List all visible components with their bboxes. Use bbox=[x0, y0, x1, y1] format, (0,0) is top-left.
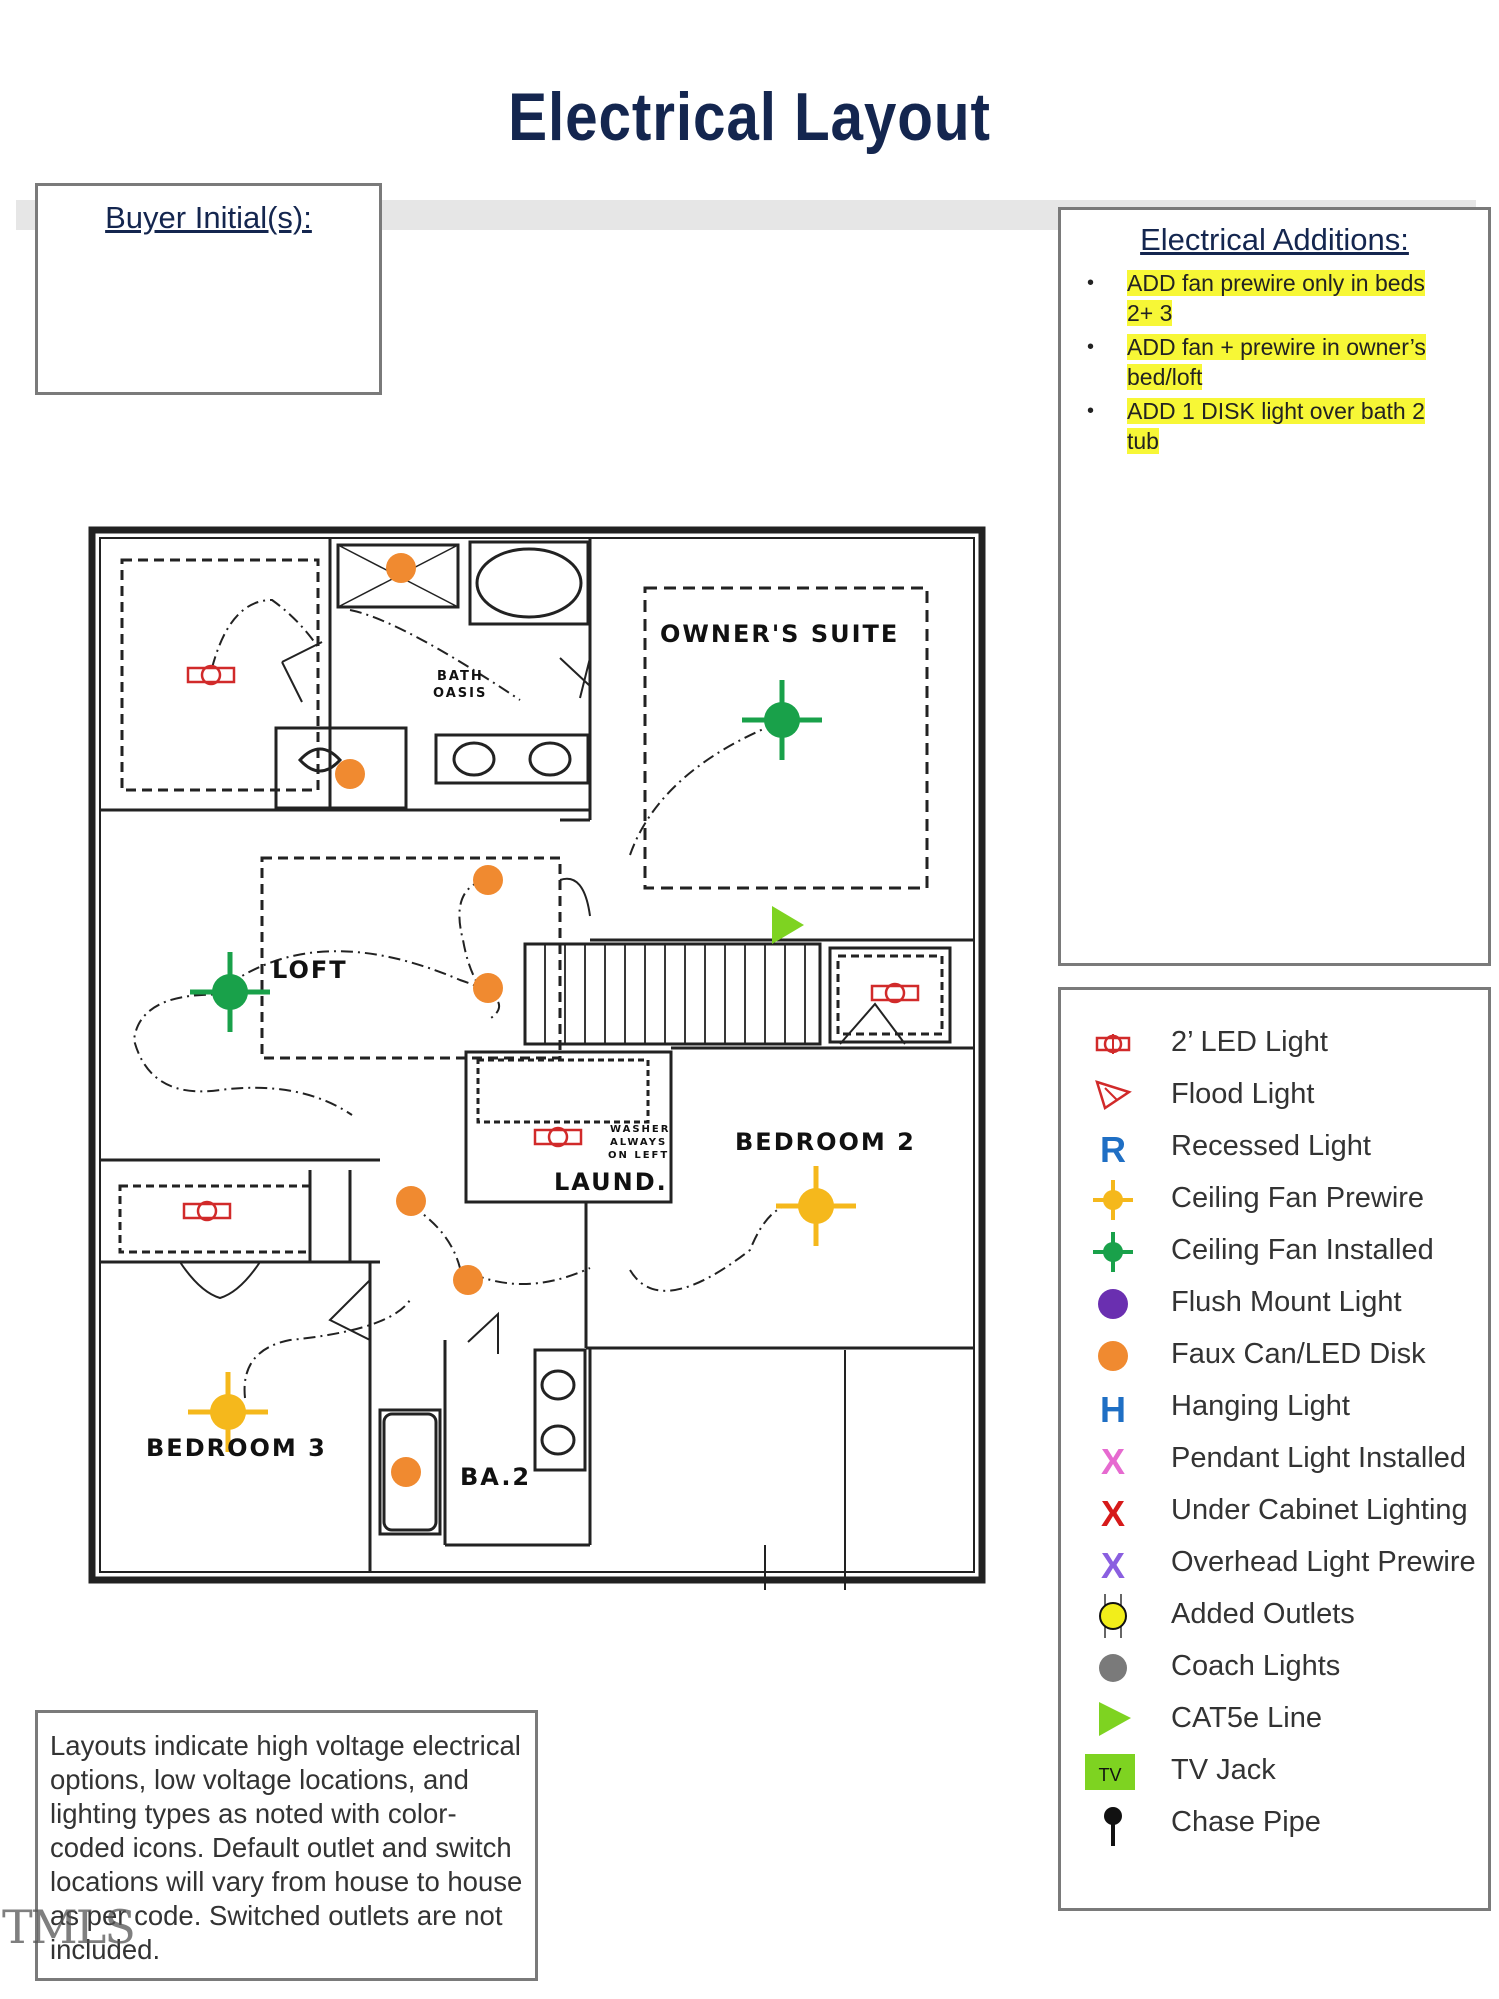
svg-text:X: X bbox=[1101, 1441, 1125, 1482]
buyer-initials-title: Buyer Initial(s): bbox=[105, 200, 312, 235]
legend-item-chase-pipe: Chase Pipe bbox=[1083, 1798, 1483, 1848]
svg-text:R: R bbox=[1100, 1129, 1126, 1170]
legend-item-ceiling-fan-prewire: Ceiling Fan Prewire bbox=[1083, 1174, 1483, 1224]
legend-item-coach-lights: Coach Lights bbox=[1083, 1642, 1483, 1692]
legend-item-hanging-light: H Hanging Light bbox=[1083, 1382, 1483, 1432]
led-light-icon bbox=[870, 982, 920, 1004]
pendant-light-icon: X bbox=[1101, 1441, 1125, 1482]
flood-light-icon bbox=[1095, 1080, 1132, 1110]
overhead-light-prewire-icon: X bbox=[1101, 1545, 1125, 1586]
room-label-bath-oasis: OASIS bbox=[433, 686, 487, 701]
legend-item-recessed-light: R Recessed Light bbox=[1083, 1122, 1483, 1172]
faux-can-led-disk-icon bbox=[386, 553, 416, 583]
washer-note: ALWAYS bbox=[610, 1137, 667, 1148]
legend-item-pendant-light: X Pendant Light Installed bbox=[1083, 1434, 1483, 1484]
washer-note: WASHER bbox=[610, 1124, 670, 1135]
ceiling-fan-installed-icon bbox=[742, 680, 822, 760]
bullet-icon: • bbox=[1087, 272, 1095, 294]
floor-plan: OWNER'S SUITE BATH OASIS LOFT BEDROOM 2 … bbox=[88, 526, 986, 1590]
disclaimer-note-text: Layouts indicate high voltage electrical… bbox=[50, 1730, 523, 1965]
flush-mount-light-icon bbox=[1098, 1289, 1128, 1319]
watermark-logo: TMLS bbox=[2, 1900, 136, 1954]
svg-text:H: H bbox=[1100, 1389, 1126, 1430]
legend-item-added-outlets: Added Outlets bbox=[1083, 1590, 1483, 1640]
legend-item-ceiling-fan-installed: Ceiling Fan Installed bbox=[1083, 1226, 1483, 1276]
ceiling-fan-prewire-icon bbox=[188, 1372, 268, 1452]
disclaimer-note-box: Layouts indicate high voltage electrical… bbox=[35, 1710, 538, 1981]
led-light-icon bbox=[1095, 1034, 1131, 1054]
legend-item-flood-light: Flood Light bbox=[1083, 1070, 1483, 1120]
legend-item-tv-jack: TV TV Jack bbox=[1083, 1746, 1483, 1796]
legend-item-overhead-light-prewire: X Overhead Light Prewire bbox=[1083, 1538, 1483, 1588]
cat5e-line-icon bbox=[772, 906, 804, 944]
faux-can-led-disk-icon bbox=[1098, 1341, 1128, 1371]
electrical-additions-box: Electrical Additions: •ADD fan prewire o… bbox=[1058, 207, 1491, 966]
bullet-icon: • bbox=[1087, 336, 1095, 358]
legend-box: 2’ LED Light Flood Light R Recessed Ligh… bbox=[1058, 987, 1491, 1911]
faux-can-led-disk-icon bbox=[396, 1186, 426, 1216]
legend-item-under-cabinet-lighting: X Under Cabinet Lighting bbox=[1083, 1486, 1483, 1536]
room-label-owners-suite: OWNER'S SUITE bbox=[660, 620, 899, 648]
recessed-light-icon: R bbox=[1100, 1129, 1126, 1170]
tv-jack-icon: TV bbox=[1085, 1754, 1135, 1790]
faux-can-led-disk-icon bbox=[453, 1265, 483, 1295]
page-title: Electrical Layout bbox=[508, 79, 991, 155]
hanging-light-icon: H bbox=[1100, 1389, 1126, 1430]
ceiling-fan-installed-icon bbox=[190, 952, 270, 1032]
svg-text:X: X bbox=[1101, 1545, 1125, 1586]
chase-pipe-icon bbox=[1104, 1807, 1122, 1846]
led-light-icon bbox=[533, 1126, 583, 1148]
ceiling-fan-installed-icon bbox=[1093, 1232, 1133, 1272]
room-label-bath-oasis: BATH bbox=[437, 669, 484, 684]
electrical-additions-title: Electrical Additions: bbox=[1140, 222, 1409, 257]
under-cabinet-lighting-icon: X bbox=[1101, 1493, 1125, 1534]
room-label-laundry: LAUND. bbox=[554, 1168, 668, 1196]
ceiling-fan-prewire-icon bbox=[1093, 1180, 1133, 1220]
legend-item-cat5e-line: CAT5e Line bbox=[1083, 1694, 1483, 1744]
bullet-icon: • bbox=[1087, 400, 1095, 422]
faux-can-led-disk-icon bbox=[335, 759, 365, 789]
room-label-bedroom-2: BEDROOM 2 bbox=[735, 1128, 916, 1156]
faux-can-led-disk-icon bbox=[473, 865, 503, 895]
faux-can-led-disk-icon bbox=[391, 1457, 421, 1487]
buyer-initials-box[interactable]: Buyer Initial(s): bbox=[35, 183, 382, 395]
led-light-icon bbox=[186, 664, 236, 686]
coach-lights-icon bbox=[1099, 1654, 1127, 1682]
svg-text:TV: TV bbox=[1098, 1765, 1121, 1785]
cat5e-line-icon bbox=[1099, 1702, 1131, 1736]
faux-can-led-disk-icon bbox=[473, 973, 503, 1003]
room-label-bath-2: BA.2 bbox=[460, 1463, 531, 1491]
legend-item-faux-can-led-disk: Faux Can/LED Disk bbox=[1083, 1330, 1483, 1380]
washer-note: ON LEFT bbox=[608, 1150, 669, 1161]
added-outlets-icon bbox=[1099, 1594, 1127, 1638]
room-label-bedroom-3: BEDROOM 3 bbox=[146, 1434, 327, 1462]
svg-text:X: X bbox=[1101, 1493, 1125, 1534]
led-light-icon bbox=[182, 1200, 232, 1222]
ceiling-fan-prewire-icon bbox=[776, 1166, 856, 1246]
legend-item-led-light: 2’ LED Light bbox=[1083, 1018, 1483, 1068]
legend-item-flush-mount-light: Flush Mount Light bbox=[1083, 1278, 1483, 1328]
room-label-loft: LOFT bbox=[272, 956, 348, 984]
